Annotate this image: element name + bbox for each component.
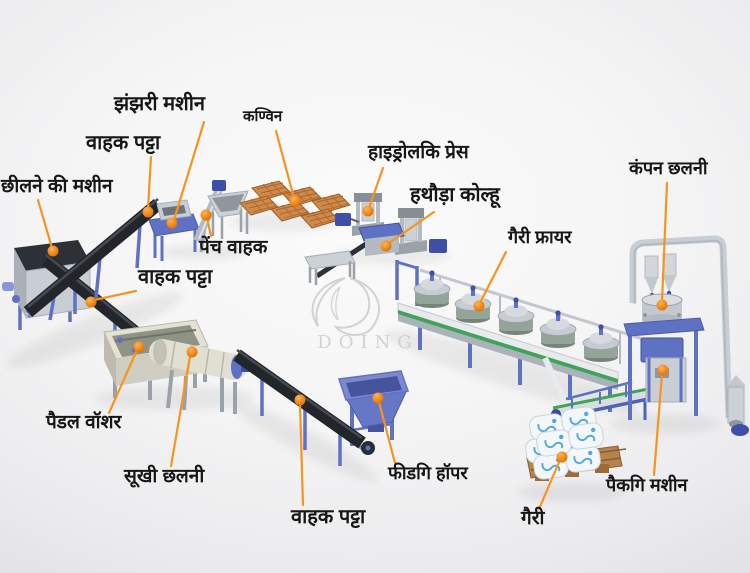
- air-filter: [726, 375, 749, 436]
- marker-dots: [47, 195, 669, 463]
- dot-gari: [556, 451, 568, 463]
- label-hammer-crusher: हथौड़ा कोल्हू: [410, 184, 500, 206]
- dot-winnow: [289, 195, 301, 207]
- label-conveyor-belt-2: वाहक पट्टा: [138, 266, 213, 288]
- leader-belt1: [146, 155, 153, 211]
- label-vibrating-sieve: कंपन छलनी: [629, 158, 708, 178]
- dot-packing: [657, 364, 669, 376]
- label-dry-sieve: सूखी छलनी: [124, 466, 205, 487]
- label-conveyor-belt-1: वाहक पट्टा: [86, 132, 161, 154]
- leader-crusher: [387, 210, 436, 245]
- leader-hopper: [377, 400, 397, 465]
- dot-washer: [133, 341, 145, 353]
- leader-grater: [172, 120, 206, 222]
- pipe-framework: [629, 235, 733, 419]
- dot-press: [362, 205, 374, 217]
- leader-gari: [537, 458, 562, 511]
- leader-vibsieve: [660, 181, 669, 304]
- dot-hopper: [372, 392, 384, 404]
- label-hydraulic-press: हाइड्रोलकि प्रेस: [368, 142, 469, 163]
- label-winnowing: कण्विन: [243, 108, 283, 125]
- dot-belt3: [294, 394, 306, 406]
- leader-peeling: [36, 198, 54, 250]
- dot-grater: [166, 217, 178, 229]
- label-feeding-hopper: फीडगि हॉपर: [388, 463, 468, 483]
- label-paddle-washer: पैडल वॉशर: [46, 412, 122, 433]
- dot-peeling: [47, 245, 59, 257]
- dot-vibsieve: [656, 299, 668, 311]
- dot-belt1: [142, 206, 154, 218]
- label-gari: गैरी: [521, 508, 545, 529]
- watermark-brand-text: DOING: [317, 332, 418, 353]
- dot-drysieve: [186, 346, 198, 358]
- dot-crusher: [380, 240, 392, 252]
- leader-fryer: [478, 250, 508, 305]
- steel-feed-hopper: [207, 190, 249, 239]
- label-grating-machine: झंझरी मशीन: [114, 93, 205, 115]
- leader-screw: [205, 216, 213, 238]
- leader-belt2: [92, 289, 138, 302]
- label-packing-machine: पैकगि मशीन: [606, 475, 688, 495]
- leader-winnow: [274, 129, 296, 200]
- dot-screw: [200, 209, 212, 221]
- gari-fryer-line: [395, 260, 673, 412]
- leader-press: [367, 166, 385, 210]
- leader-packing: [652, 372, 664, 477]
- doing-watermark: DOING: [311, 277, 418, 353]
- dot-fryer: [473, 300, 485, 312]
- leader-washer: [107, 348, 139, 415]
- leader-belt3: [298, 402, 305, 507]
- packing-machine: [623, 317, 705, 420]
- gari-bag-pallet: [523, 404, 627, 482]
- leader-drysieve: [169, 354, 192, 468]
- dot-belt2: [85, 296, 97, 308]
- label-gari-fryer: गैरी फ्रायर: [508, 227, 572, 247]
- label-peeling-machine: छीलने की मशीन: [1, 176, 113, 197]
- label-screw-conveyor: पेंच वाहक: [199, 237, 268, 258]
- feeding-hopper: [338, 370, 410, 446]
- conveyor-belt-top: [23, 198, 163, 321]
- label-conveyor-belt-3: वाहक पट्टा: [291, 506, 366, 528]
- leader-lines: [36, 120, 669, 511]
